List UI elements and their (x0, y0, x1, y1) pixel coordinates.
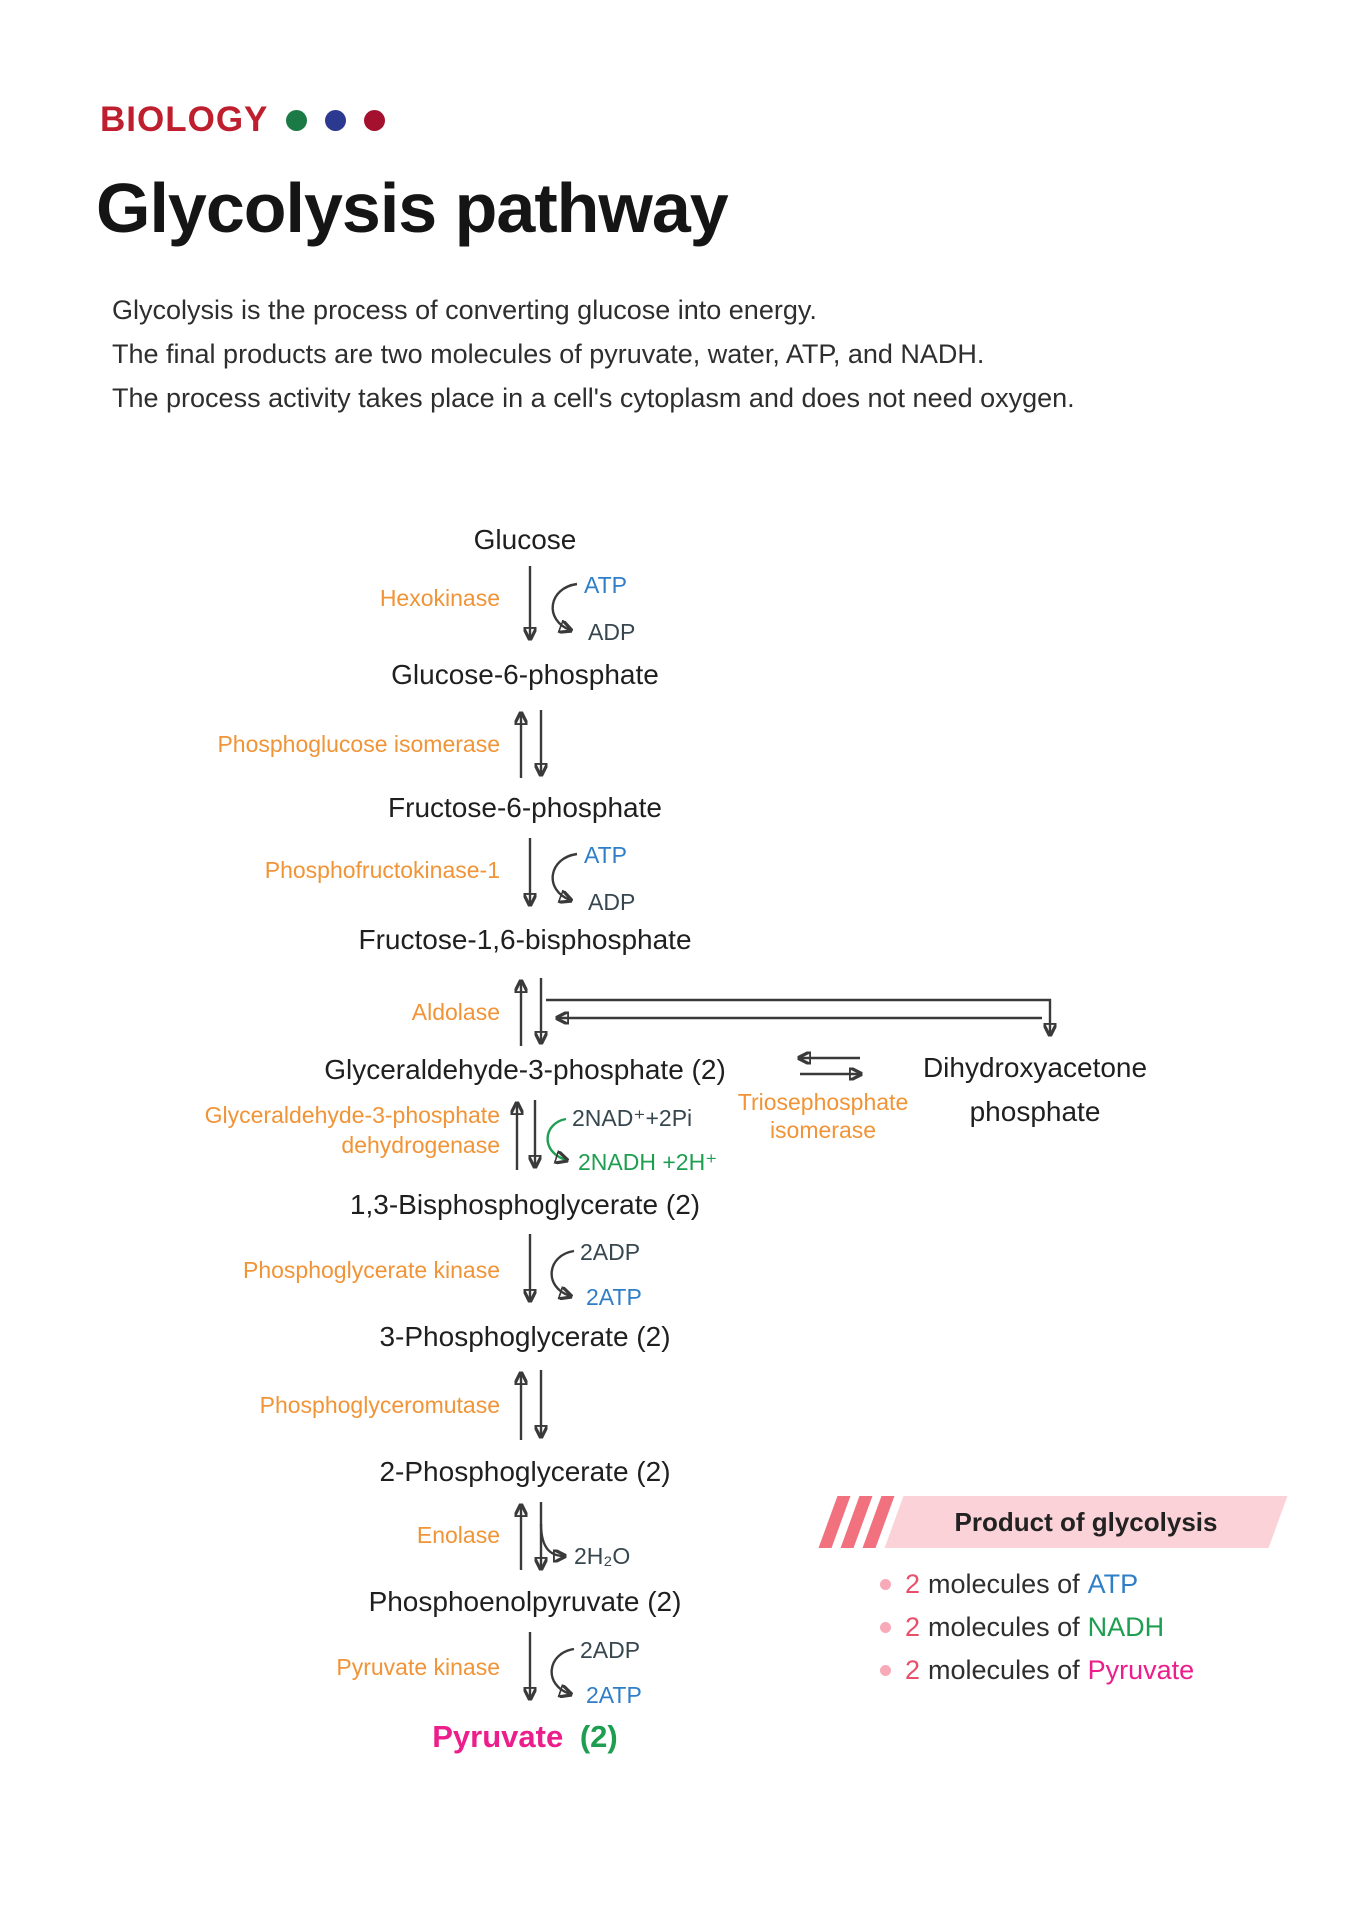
cofactor-2atp-pgk: 2ATP (586, 1284, 642, 1310)
product-text: molecules of (928, 1569, 1080, 1599)
line-aldolase-to-dhap-icon (546, 998, 1050, 1034)
enzyme-hexokinase: Hexokinase (379, 585, 500, 611)
metabolite-glucose-6-phosphate: Glucose-6-phosphate (391, 659, 659, 690)
pyruvate-count: (2) (579, 1719, 618, 1754)
enzyme-gapdh-line2: dehydrogenase (341, 1132, 500, 1158)
product-value: ATP (1087, 1569, 1139, 1599)
brand-label: BIOLOGY (100, 100, 269, 139)
page-title: Glycolysis pathway (96, 169, 729, 247)
enzyme-aldolase: Aldolase (411, 999, 500, 1025)
metabolite-2-phosphoglycerate: 2-Phosphoglycerate (2) (379, 1456, 671, 1487)
products-banner-title: Product of glycolysis (954, 1507, 1218, 1537)
description: Glycolysis is the process of converting … (112, 288, 1075, 420)
product-item-pyruvate: 2 molecules of Pyruvate (880, 1649, 1194, 1692)
cofactor-2atp-pk: 2ATP (586, 1682, 642, 1708)
cofactor-water: 2H₂O (574, 1543, 631, 1569)
cofactor-adp-step1: ADP (588, 619, 636, 645)
enzyme-triosephosphate-isomerase-line2: isomerase (769, 1117, 877, 1143)
cofactor-nad-pi: 2NAD⁺+2Pi (572, 1105, 693, 1131)
metabolite-glyceraldehyde-3-phosphate: Glyceraldehyde-3-phosphate (2) (324, 1054, 726, 1085)
product-value: Pyruvate (1087, 1655, 1195, 1685)
metabolite-phosphoenolpyruvate: Phosphoenolpyruvate (2) (368, 1586, 682, 1617)
red-dot-icon (364, 109, 386, 131)
enzyme-phosphofructokinase-1: Phosphofructokinase-1 (264, 857, 500, 883)
metabolite-pyruvate: Pyruvate (2) (432, 1718, 617, 1756)
cofactor-atp-step3: ATP (584, 842, 628, 868)
product-count: 2 (905, 1655, 921, 1685)
cofactor-2adp-pk: 2ADP (580, 1637, 641, 1663)
pyruvate-label: Pyruvate (432, 1719, 564, 1754)
curve-pgk-cofactor-icon (550, 1249, 574, 1296)
bullet-icon (880, 1665, 891, 1676)
description-line-1: Glycolysis is the process of converting … (112, 295, 817, 325)
enzyme-triosephosphate-isomerase-line1: Triosephosphate (737, 1089, 909, 1115)
cofactor-adp-step3: ADP (588, 889, 636, 915)
enzyme-gapdh-line1: Glyceraldehyde-3-phosphate (204, 1102, 500, 1128)
curve-pfk-cofactor-icon (551, 852, 578, 900)
products-banner: Product of glycolysis (818, 1496, 1288, 1548)
cofactor-atp-step1: ATP (584, 572, 628, 598)
curve-enolase-water-icon (539, 1523, 564, 1556)
description-line-3: The process activity takes place in a ce… (112, 383, 1075, 413)
cofactor-nadh: 2NADH +2H⁺ (578, 1149, 718, 1175)
enzyme-phosphoglyceromutase: Phosphoglyceromutase (259, 1392, 500, 1418)
product-item-atp: 2 molecules of ATP (880, 1563, 1194, 1606)
product-text: molecules of (928, 1612, 1080, 1642)
metabolite-dhap-line1: Dihydroxyacetone (922, 1052, 1148, 1083)
metabolite-fructose-16-bisphosphate: Fructose-1,6-bisphosphate (358, 924, 692, 955)
bullet-icon (880, 1622, 891, 1633)
brand-row: BIOLOGY (100, 100, 386, 140)
products-list: 2 molecules of ATP 2 molecules of NADH 2… (880, 1563, 1194, 1692)
product-item-nadh: 2 molecules of NADH (880, 1606, 1194, 1649)
product-text: molecules of (928, 1655, 1080, 1685)
product-count: 2 (905, 1569, 921, 1599)
metabolite-dhap-line2: phosphate (969, 1096, 1101, 1127)
curve-pk-cofactor-icon (550, 1647, 574, 1694)
metabolite-3-phosphoglycerate: 3-Phosphoglycerate (2) (379, 1321, 671, 1352)
cofactor-2adp-pgk: 2ADP (580, 1239, 641, 1265)
product-count: 2 (905, 1612, 921, 1642)
metabolite-glucose: Glucose (473, 524, 577, 555)
curve-gapdh-cofactor-icon (546, 1117, 566, 1160)
enzyme-pyruvate-kinase: Pyruvate kinase (336, 1654, 500, 1680)
green-dot-icon (286, 109, 308, 131)
enzyme-enolase: Enolase (416, 1522, 500, 1548)
curve-hexokinase-cofactor-icon (551, 582, 578, 630)
bullet-icon (880, 1579, 891, 1590)
enzyme-phosphoglucose-isomerase: Phosphoglucose isomerase (217, 731, 500, 757)
metabolite-fructose-6-phosphate: Fructose-6-phosphate (388, 792, 662, 823)
blue-dot-icon (325, 109, 347, 131)
product-value: NADH (1087, 1612, 1165, 1642)
description-line-2: The final products are two molecules of … (112, 339, 985, 369)
enzyme-phosphoglycerate-kinase: Phosphoglycerate kinase (243, 1257, 500, 1283)
metabolite-13-bisphosphoglycerate: 1,3-Bisphosphoglycerate (2) (349, 1189, 701, 1220)
